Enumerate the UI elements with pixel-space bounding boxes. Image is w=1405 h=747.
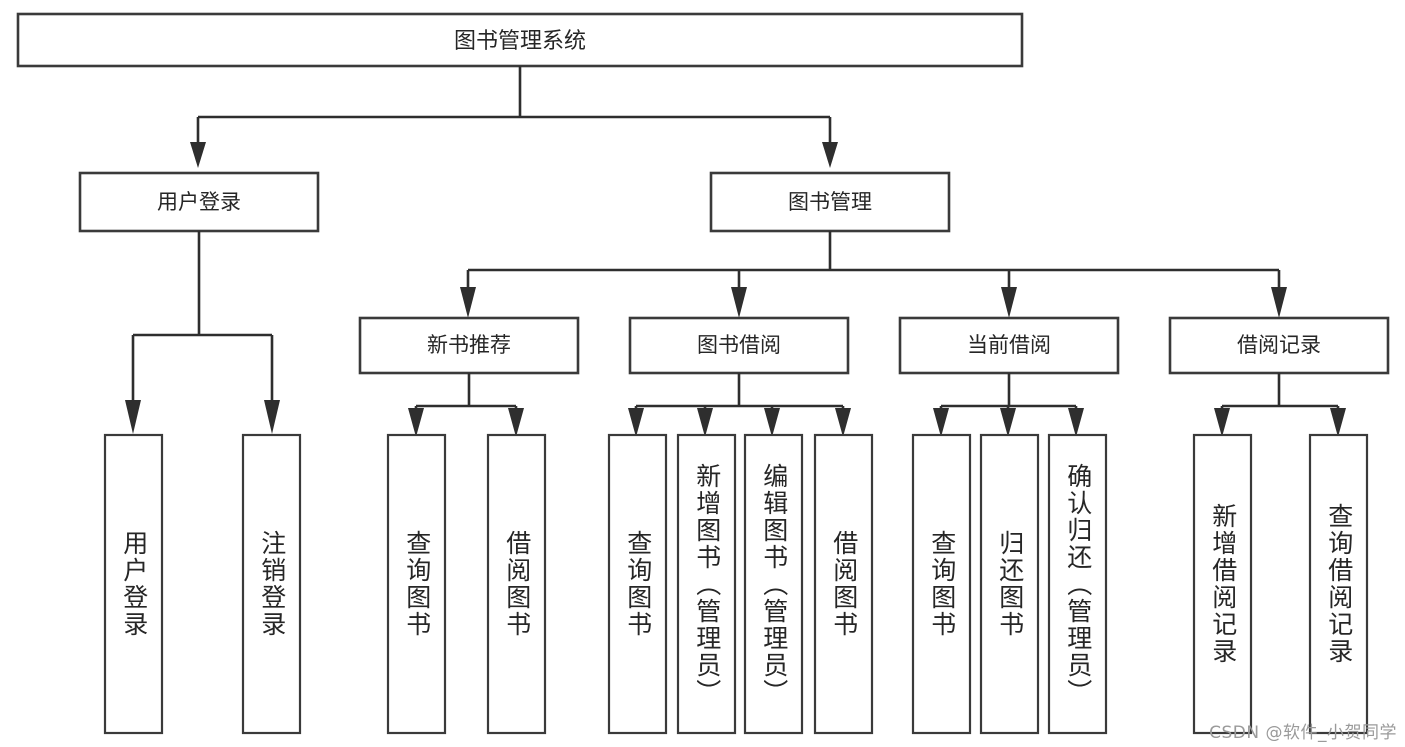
leaf-box-nbr-borrow-book[interactable] [486, 433, 547, 735]
arrow-head-icon [408, 408, 424, 437]
arrow-head-icon [835, 408, 851, 437]
leaf-box-cb-query-book[interactable] [911, 433, 972, 735]
node-book-borrow-box[interactable] [628, 316, 850, 375]
leaf-box-user-login[interactable] [103, 433, 164, 735]
arrow-head-icon [1271, 287, 1287, 318]
arrow-head-icon [933, 408, 949, 437]
connector-root-to-level2 [190, 66, 838, 168]
node-borrow-record-label: 借阅记录 [1237, 333, 1321, 357]
node-book-borrow-label: 图书借阅 [697, 333, 781, 357]
arrow-head-icon [697, 408, 713, 437]
leaf-box-bb-add-book[interactable] [676, 433, 737, 735]
leaf-box-logout[interactable] [241, 433, 302, 735]
arrow-head-icon [822, 142, 838, 168]
arrow-head-icon [1330, 408, 1346, 437]
arrow-head-icon [1068, 408, 1084, 437]
arrow-head-icon [125, 400, 141, 434]
node-user-login[interactable]: 用户登录 [78, 171, 320, 233]
node-book-borrow[interactable]: 图书借阅 [628, 316, 850, 375]
node-current-borrow-label: 当前借阅 [967, 333, 1051, 357]
arrow-head-icon [460, 287, 476, 318]
arrow-head-icon [1001, 287, 1017, 318]
connector-current-borrow-to-leaves [933, 373, 1084, 437]
connector-book-borrow-to-leaves [628, 373, 851, 437]
node-book-management-label: 图书管理 [788, 190, 872, 214]
arrow-head-icon [1214, 408, 1230, 437]
leaf-box-br-add-record[interactable] [1192, 433, 1253, 735]
watermark: CSDN @软件_小贺同学 [1209, 723, 1397, 743]
connector-user-login-to-leaves [125, 231, 280, 434]
node-root-label: 图书管理系统 [454, 29, 586, 54]
leaf-box-bb-borrow-book[interactable] [813, 433, 874, 735]
node-current-borrow-box[interactable] [898, 316, 1120, 375]
leaf-box-br-query-record[interactable] [1308, 433, 1369, 735]
node-new-book-recommend-label: 新书推荐 [427, 333, 511, 357]
node-book-management[interactable]: 图书管理 [709, 171, 951, 233]
node-book-management-box[interactable] [709, 171, 951, 233]
arrow-head-icon [764, 408, 780, 437]
connector-borrow-record-to-leaves [1214, 373, 1346, 437]
connector-book-management-to-level3 [460, 231, 1287, 318]
node-root-box[interactable] [16, 12, 1024, 68]
arrow-head-icon [264, 400, 280, 434]
leaf-box-nbr-query-book[interactable] [386, 433, 447, 735]
node-current-borrow[interactable]: 当前借阅 [898, 316, 1120, 375]
arrow-head-icon [190, 142, 206, 168]
node-borrow-record-box[interactable] [1168, 316, 1390, 375]
leaf-box-bb-edit-book[interactable] [743, 433, 804, 735]
arrow-head-icon [508, 408, 524, 437]
node-new-book-recommend-box[interactable] [358, 316, 580, 375]
arrow-head-icon [731, 287, 747, 318]
node-root[interactable]: 图书管理系统 [16, 12, 1024, 68]
leaf-box-bb-query-book[interactable] [607, 433, 668, 735]
node-user-login-label: 用户登录 [157, 190, 241, 214]
node-new-book-recommend[interactable]: 新书推荐 [358, 316, 580, 375]
node-borrow-record[interactable]: 借阅记录 [1168, 316, 1390, 375]
arrow-head-icon [1000, 408, 1016, 437]
arrow-head-icon [628, 408, 644, 437]
leaf-box-cb-return-book[interactable] [979, 433, 1040, 735]
connector-new-book-recommend-to-leaves [408, 373, 524, 437]
leaf-box-cb-confirm-return[interactable] [1047, 433, 1108, 735]
